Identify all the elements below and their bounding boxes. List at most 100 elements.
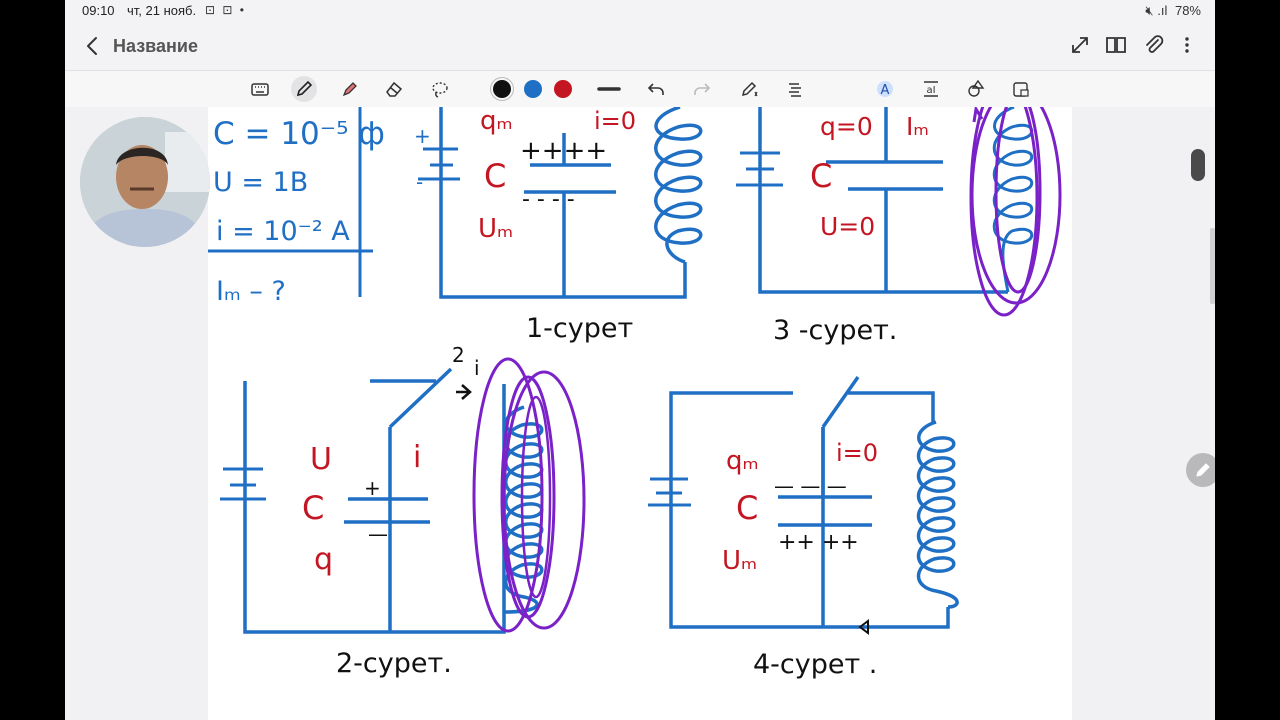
fig1-coil	[654, 107, 703, 264]
highlighter-tool[interactable]	[337, 76, 363, 102]
text-align-tool[interactable]	[782, 76, 808, 102]
fig2-label-q: q	[314, 542, 333, 577]
more-options-button[interactable]	[1175, 33, 1199, 57]
undo-button[interactable]	[643, 76, 669, 102]
given-capacitance: C = 10⁻⁵ ф	[213, 116, 385, 152]
text-box-tool[interactable]: aI	[918, 76, 944, 102]
color-black[interactable]	[493, 80, 511, 98]
fig2-battery	[220, 467, 266, 501]
battery-level: 78%	[1174, 3, 1201, 18]
fig2-field-line-3	[500, 375, 556, 619]
redo-icon	[694, 83, 711, 95]
fig1-battery-minus: -	[416, 170, 423, 194]
text-box-icon: aI	[924, 81, 938, 97]
fig1-plus-charges: ++++	[520, 136, 607, 166]
fig4-current-arrow	[858, 619, 869, 635]
image-lock-icon	[1013, 82, 1029, 97]
fig4-caption: 4-сурет .	[753, 649, 877, 680]
fig4-label-i0: i=0	[836, 439, 878, 467]
expand-icon	[1072, 37, 1088, 53]
shapes-tool[interactable]	[963, 76, 989, 102]
fig3-label-im: Iₘ	[906, 112, 929, 141]
keyboard-tool[interactable]	[247, 76, 273, 102]
fig2-field-line-2	[502, 370, 586, 630]
given-block: C = 10⁻⁵ ф U = 1B i = 10⁻² A Iₘ – ?	[208, 107, 385, 307]
eraser-tool[interactable]	[381, 76, 407, 102]
more-vertical-icon	[1185, 37, 1189, 53]
keyboard-icon	[251, 83, 269, 96]
floating-pen-button[interactable]	[1186, 453, 1215, 487]
fig3-field-arrow	[972, 107, 984, 123]
stroke-width-tool[interactable]	[596, 76, 622, 102]
handwriting-text-tool[interactable]: A	[872, 76, 898, 102]
fig1-label-i0: i=0	[594, 107, 636, 135]
fig4-label-c: C	[736, 489, 758, 527]
fig1-label-c: C	[484, 157, 506, 195]
given-divider-lines	[208, 107, 373, 297]
fig2-field-line-1	[472, 357, 544, 633]
fig4-label-qm: qₘ	[726, 446, 759, 476]
fig4-minus-charges: — — —	[774, 474, 847, 498]
status-right: 🔇︎ .ıl 78%	[1145, 3, 1201, 19]
pen-tool[interactable]	[291, 76, 317, 102]
fullscreen-button[interactable]	[1068, 33, 1092, 57]
figure-4-circuit: — — — ++ ++ qₘ C Uₘ i=0 4-сурет .	[648, 375, 959, 680]
fig4-wire	[669, 375, 950, 629]
side-panel-handle[interactable]	[1210, 228, 1215, 304]
fig3-field-line-inner	[994, 107, 1042, 294]
back-button[interactable]	[79, 32, 107, 60]
fig1-minus-charges: - - - -	[522, 187, 575, 212]
note-page[interactable]: C = 10⁻⁵ ф U = 1B i = 10⁻² A Iₘ – ? + - …	[208, 107, 1072, 720]
fig2-caption: 2-сурет.	[336, 648, 452, 679]
fig3-label-u0: U=0	[820, 212, 875, 241]
fig2-current-arrow	[456, 384, 472, 400]
note-title[interactable]: Название	[113, 36, 198, 56]
status-bar: 09:10 чт, 21 нояб. ⊡ ⊡ • 🔇︎ .ıl 78%	[65, 0, 1215, 22]
paperclip-icon	[1146, 35, 1164, 53]
fig3-field-line-middle	[970, 107, 1062, 305]
signal-icon: .ıl	[1157, 3, 1168, 18]
fig2-capacitor	[344, 497, 430, 524]
lasso-tool[interactable]	[427, 76, 453, 102]
tablet-screen: 09:10 чт, 21 нояб. ⊡ ⊡ • 🔇︎ .ıl 78% Назв…	[65, 0, 1215, 720]
color-blue[interactable]	[524, 80, 542, 98]
eraser-icon	[386, 81, 403, 97]
color-red[interactable]	[554, 80, 572, 98]
fig2-field-line-4	[520, 395, 552, 599]
fig3-battery	[736, 151, 783, 187]
fig2-minus: —	[368, 522, 388, 546]
shapes-icon	[968, 79, 985, 97]
svg-text:A: A	[881, 83, 890, 98]
fig4-plus-charges: ++ ++	[778, 530, 859, 555]
handwriting-a-icon: A	[877, 81, 893, 98]
fig2-label-i: i	[413, 440, 421, 475]
pen-settings-icon	[741, 81, 758, 97]
redo-button[interactable]	[689, 76, 715, 102]
fig2-switch-i: i	[474, 356, 480, 380]
fig1-capacitor	[524, 133, 616, 297]
app-bar: Название	[65, 22, 1215, 70]
pen-icon	[296, 80, 313, 97]
attach-button[interactable]	[1142, 33, 1166, 57]
stroke-width-icon	[597, 87, 621, 91]
notification-icons: ⊡ ⊡ •	[205, 3, 246, 17]
presenter-avatar-icon	[80, 117, 210, 247]
fig1-caption: 1-сурет	[526, 313, 633, 344]
fig3-capacitor	[826, 107, 943, 292]
book-view-button[interactable]	[1104, 33, 1128, 57]
svg-text:aI: aI	[926, 85, 935, 96]
figure-2-circuit: + — U C q i 2 i 2-сурет.	[220, 343, 586, 679]
scroll-handle[interactable]	[1191, 149, 1205, 181]
fig1-battery	[418, 147, 460, 181]
fig3-label-q0: q=0	[820, 112, 873, 141]
lasso-icon	[432, 82, 448, 98]
figure-1-circuit: + - ++++ - - - - qₘ C Uₘ i=0 1-сурет	[414, 107, 703, 344]
fig1-label-um: Uₘ	[478, 214, 513, 244]
pen-settings-tool[interactable]	[737, 76, 763, 102]
status-date: чт, 21 нояб.	[127, 3, 197, 18]
fig3-coil	[992, 107, 1034, 293]
image-tool[interactable]	[1008, 76, 1034, 102]
handwriting-layer: C = 10⁻⁵ ф U = 1B i = 10⁻² A Iₘ – ? + - …	[208, 107, 1062, 680]
canvas-area[interactable]: C = 10⁻⁵ ф U = 1B i = 10⁻² A Iₘ – ? + - …	[65, 107, 1215, 720]
text-lines-icon	[789, 83, 801, 97]
